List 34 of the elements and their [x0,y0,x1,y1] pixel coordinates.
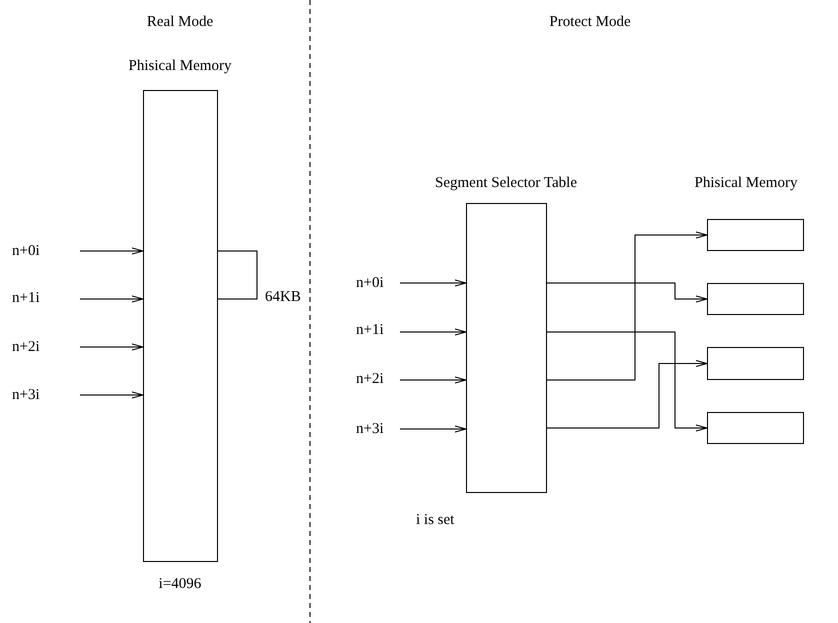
box-caption: i=4096 [158,575,202,593]
arrow [80,248,144,254]
memory-segment-box [707,283,804,315]
mode-heading: Real Mode [146,13,214,31]
arrow [80,344,144,350]
arrow [400,376,466,384]
address-label: n+2i [12,338,40,356]
size-label: 64KB [265,288,301,306]
address-label: n+1i [12,289,40,307]
arrow [80,392,144,398]
note: i is set [416,511,454,529]
box-heading: Segment Selector Table [435,174,577,192]
address-label: n+3i [12,386,40,404]
memory-segment-box [707,219,804,251]
arrow [546,282,708,302]
table-block [466,203,547,493]
arrow [546,360,708,428]
memory-heading: Phisical Memory [694,174,798,192]
address-label: n+3i [356,420,384,438]
address-label: n+1i [356,321,384,339]
memory-segment-box [707,412,804,444]
arrow [546,232,708,380]
box-heading: Phisical Memory [128,57,232,75]
memory-block [143,90,218,562]
arrow [400,426,466,432]
address-label: n+0i [12,242,40,260]
arrow [80,296,144,302]
arrow [546,332,708,432]
memory-segment-box [707,347,804,380]
address-label: n+0i [356,274,384,292]
mode-heading: Protect Mode [549,13,631,31]
address-label: n+2i [356,370,384,388]
arrow [400,328,466,336]
arrow [400,280,466,286]
